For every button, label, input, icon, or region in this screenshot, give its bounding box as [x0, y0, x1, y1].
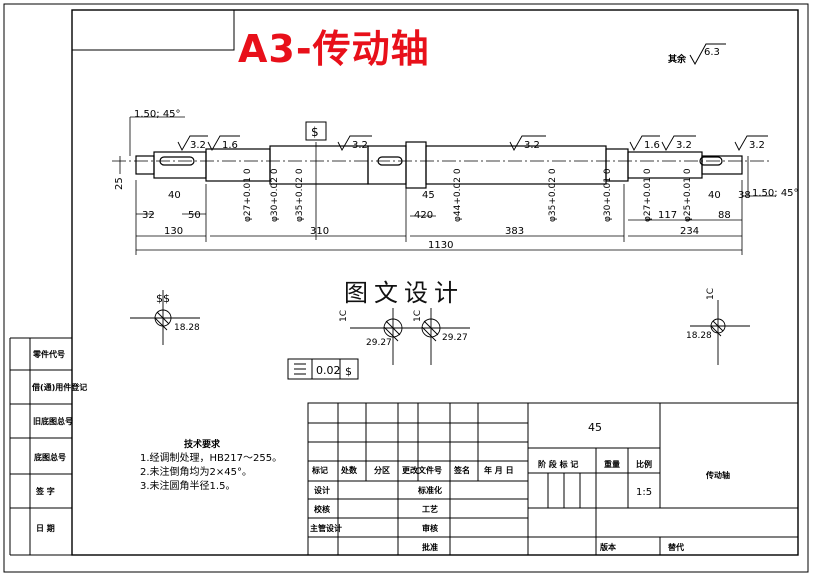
dim-seg-420: 420 — [414, 210, 433, 221]
section-view-1 — [130, 290, 200, 345]
technical-requirements: 技术要求 1.经调制处理，HB217～255。 2.未注倒角均为2×45°。 3… — [140, 438, 282, 494]
roughness-marks — [177, 135, 768, 151]
tb-h-doc: 更改文件号 — [402, 465, 442, 475]
section-view-4 — [690, 300, 750, 365]
section-3-label: 1C — [413, 310, 423, 322]
datum-box — [305, 121, 327, 141]
ra-7: 3.2 — [749, 140, 765, 151]
tb-h-weight: 重量 — [604, 459, 620, 469]
strip-label-3: 旧底图总号 — [33, 416, 73, 426]
section-4-dim: 18.28 — [686, 331, 712, 341]
dim-seg-130: 130 — [164, 226, 183, 237]
datum-label: $ — [311, 125, 319, 139]
section-3-dim: 29.27 — [442, 333, 468, 343]
tb-h-count: 处数 — [340, 465, 358, 475]
strip-label-6: 日 期 — [36, 523, 55, 533]
strip-label-4: 底图总号 — [33, 452, 66, 462]
tb-h-stage: 阶 段 标 记 — [538, 459, 578, 469]
dim-dia-8: φ25+0.01 0 — [683, 168, 693, 222]
dim-seg-234: 234 — [680, 226, 699, 237]
rest-roughness: 其余 6.3 — [668, 43, 726, 66]
tb-r-approve: 批准 — [422, 542, 438, 552]
dim-seg-88: 88 — [718, 210, 731, 221]
dim-seg-32: 32 — [142, 210, 155, 221]
gdt-datum: $ — [345, 365, 352, 378]
gdt-frame — [287, 358, 359, 380]
tb-r-chief: 主管设计 — [310, 523, 342, 533]
tb-h-sign: 签名 — [453, 465, 470, 475]
dim-dia-2: φ30+0.02 0 — [270, 168, 280, 222]
dim-total-length: 1130 — [428, 240, 453, 251]
tech-item-1: 1.经调制处理，HB217～255。 — [140, 453, 283, 464]
svg-text:其余: 其余 — [668, 53, 687, 65]
drawing-title: A3-传动轴 — [238, 27, 430, 71]
dim-seg-40b: 40 — [708, 190, 721, 201]
dim-dia-3: φ35+0.02 0 — [295, 168, 305, 222]
strip-label-5: 签 字 — [35, 486, 55, 496]
ra-6: 3.2 — [676, 140, 692, 151]
ra-2: 1.6 — [222, 140, 238, 151]
section-view-2 — [350, 305, 420, 365]
dim-chamfer-right: 1.50; 45° — [752, 188, 799, 199]
ra-3: 3.2 — [352, 140, 368, 151]
tech-heading: 技术要求 — [184, 440, 221, 450]
ra-1: 3.2 — [190, 140, 206, 151]
tb-r-proc: 工艺 — [422, 504, 438, 514]
strip-label-1: 零件代号 — [32, 349, 65, 359]
shaft-outline — [135, 141, 743, 189]
dim-seg-38: 38 — [738, 190, 751, 201]
tb-h-ratio: 比例 — [636, 459, 652, 469]
tech-item-2: 2.未注倒角均为2×45°。 — [140, 467, 253, 478]
dim-dia-6: φ30+0.01 0 — [603, 168, 613, 222]
dim-seg-25: 25 — [114, 177, 125, 190]
section-1-label: $$ — [156, 292, 170, 305]
tb-version: 版本 — [599, 542, 616, 552]
tb-h-mark: 标记 — [311, 465, 328, 475]
tb-r-review: 审核 — [422, 523, 438, 533]
dim-dia-4: φ44+0.02 0 — [453, 168, 463, 222]
gdt-value: 0.02 — [316, 364, 341, 377]
dim-dia-5: φ35+0.02 0 — [548, 168, 558, 222]
section-4-label: 1C — [706, 288, 716, 300]
svg-text:6.3: 6.3 — [704, 47, 720, 58]
title-box-top-left — [71, 9, 235, 51]
section-2-dim: 29.27 — [366, 338, 392, 348]
strip-label-2: 借(通)用件登记 — [31, 382, 87, 392]
dim-seg-310: 310 — [310, 226, 329, 237]
section-view-3 — [412, 305, 470, 365]
tb-material: 45 — [588, 421, 602, 434]
watermark-text: 图文设计 — [340, 273, 468, 308]
dim-dia-1: φ27+0.01 0 — [243, 168, 253, 222]
section-1-dim: 18.28 — [174, 323, 200, 333]
dim-dia-7: φ27+0.01 0 — [643, 168, 653, 222]
dim-seg-117: 117 — [658, 210, 677, 221]
dim-seg-45: 45 — [422, 190, 435, 201]
ra-4: 3.2 — [524, 140, 540, 151]
tb-replace: 替代 — [668, 542, 684, 552]
tb-h-zone: 分区 — [374, 465, 390, 475]
dimension-lines — [119, 116, 775, 255]
dim-seg-40a: 40 — [168, 190, 181, 201]
outer-border — [3, 3, 809, 573]
tb-r-std: 标准化 — [417, 485, 442, 495]
left-strip — [9, 337, 72, 556]
tb-r-design: 设计 — [314, 485, 330, 495]
dim-chamfer-left: 1.50; 45° — [134, 109, 181, 120]
dim-seg-383: 383 — [505, 226, 524, 237]
tb-r-check: 校核 — [314, 504, 330, 514]
section-2-label: 1C — [339, 310, 349, 322]
dim-seg-50: 50 — [188, 210, 201, 221]
tb-part-name: 传动轴 — [705, 470, 730, 480]
ra-5: 1.6 — [644, 140, 660, 151]
tb-scale: 1:5 — [636, 487, 652, 498]
title-block-grid — [307, 402, 799, 556]
tb-h-date: 年 月 日 — [484, 465, 514, 475]
tech-item-3: 3.未注圆角半径1.5。 — [140, 481, 236, 492]
